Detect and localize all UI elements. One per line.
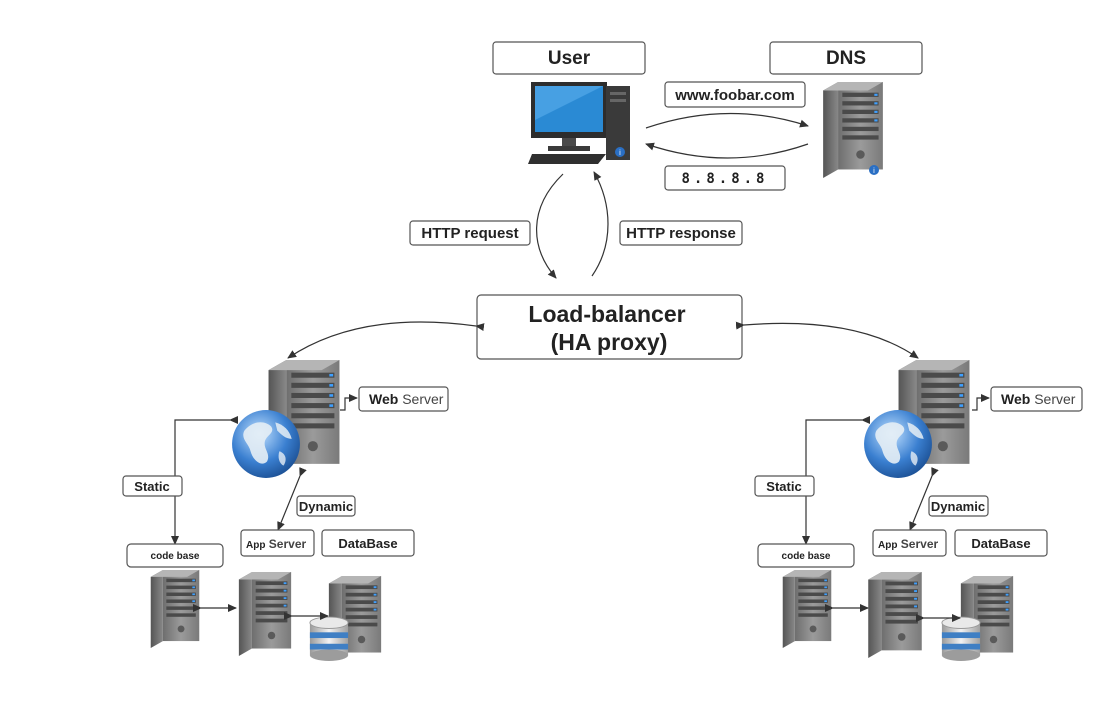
right-web-server-arrow bbox=[972, 394, 990, 411]
right-app-server-box bbox=[872, 529, 947, 557]
left-database-box bbox=[321, 529, 415, 557]
left-code-server-icon bbox=[150, 570, 200, 648]
dns-group: DNS i bbox=[769, 41, 923, 178]
right-database-box bbox=[954, 529, 1048, 557]
right-app-server-icon bbox=[868, 572, 922, 658]
right-static-label: Static bbox=[766, 479, 801, 494]
left-web-server-box bbox=[358, 386, 449, 412]
right-app-server-label: App Server bbox=[878, 537, 938, 551]
dns-answer-label: 8.8.8.8 bbox=[681, 171, 768, 187]
right-code-base-box bbox=[757, 543, 855, 568]
right-web-server-label: Web Server bbox=[1001, 391, 1076, 407]
load-balancer-subtitle: (HA proxy) bbox=[551, 329, 668, 355]
right-globe-icon bbox=[864, 410, 932, 478]
left-web-server-label: Web Server bbox=[369, 391, 444, 407]
http-response-box bbox=[619, 220, 743, 246]
lb-right-arrow bbox=[735, 321, 919, 359]
svg-text:i: i bbox=[873, 167, 875, 175]
right-database-label: DataBase bbox=[971, 536, 1030, 551]
left-static-label: Static bbox=[134, 479, 169, 494]
dns-server-icon bbox=[823, 82, 883, 178]
right-cluster: Web Server Static Dynamic App Server Dat… bbox=[754, 360, 1083, 662]
left-dynamic-arrow bbox=[277, 467, 307, 531]
right-dynamic-arrow bbox=[909, 467, 939, 531]
right-web-server-box bbox=[990, 386, 1083, 412]
left-app-server-label: App Server bbox=[246, 537, 306, 551]
right-code-server-icon bbox=[782, 570, 832, 648]
left-dynamic-box bbox=[296, 495, 356, 517]
right-code-base-label: code base bbox=[782, 551, 831, 562]
svg-text:i: i bbox=[619, 149, 621, 157]
dns-query-arrow bbox=[645, 112, 809, 129]
http-request-arrow bbox=[536, 173, 564, 279]
left-static-box bbox=[122, 475, 183, 497]
right-dynamic-box bbox=[928, 495, 989, 517]
dns-query-box bbox=[664, 81, 806, 108]
user-label: User bbox=[548, 48, 591, 69]
right-static-box bbox=[754, 475, 815, 497]
dns-label-box bbox=[769, 41, 923, 75]
http-request-label: HTTP request bbox=[421, 225, 518, 242]
http-response-label: HTTP response bbox=[626, 225, 736, 242]
dns-query-label: www.foobar.com bbox=[674, 87, 794, 104]
left-code-base-label: code base bbox=[151, 551, 200, 562]
left-static-arrow bbox=[171, 416, 238, 545]
left-web-server-arrow bbox=[340, 394, 358, 411]
user-group: User i bbox=[492, 41, 646, 164]
left-dynamic-label: Dynamic bbox=[299, 499, 353, 514]
left-cluster: Web Server Static Dynamic App Server Dat… bbox=[122, 360, 449, 662]
user-computer-icon: i bbox=[528, 82, 630, 164]
right-database-icon bbox=[941, 616, 981, 662]
dns-answer-arrow bbox=[645, 142, 809, 159]
right-static-arrow bbox=[802, 416, 870, 545]
load-balancer-title: Load-balancer bbox=[528, 301, 685, 327]
left-database-icon bbox=[309, 616, 349, 662]
user-label-box bbox=[492, 41, 646, 75]
right-dynamic-label: Dynamic bbox=[931, 499, 985, 514]
left-code-base-box bbox=[126, 543, 224, 568]
left-globe-icon bbox=[232, 410, 300, 478]
left-app-server-box bbox=[240, 529, 315, 557]
left-app-server-icon bbox=[238, 572, 292, 656]
dns-answer-box bbox=[664, 165, 786, 191]
dns-label: DNS bbox=[826, 48, 866, 69]
http-request-box bbox=[409, 220, 531, 246]
left-database-label: DataBase bbox=[338, 536, 397, 551]
http-response-arrow bbox=[591, 171, 609, 277]
lb-left-arrow bbox=[287, 321, 485, 359]
